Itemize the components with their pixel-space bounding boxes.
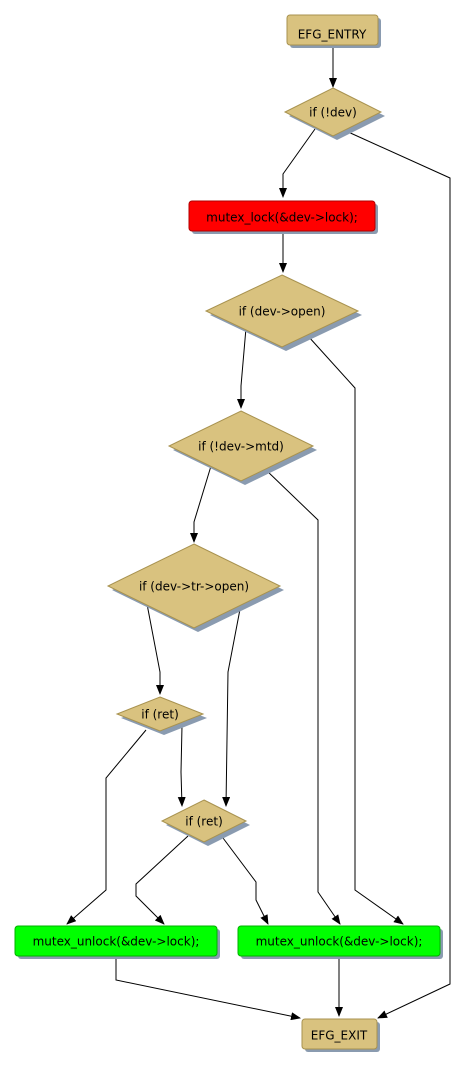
entry-node: EFG_ENTRY xyxy=(286,14,381,48)
exit-label: EFG_EXIT xyxy=(311,1029,368,1043)
mutex-lock-label: mutex_lock(&dev->lock); xyxy=(206,211,358,225)
edge-if-not-dev-to-lock xyxy=(279,128,316,198)
edge-if-open-to-if-mtd xyxy=(237,327,247,409)
mutex-unlock-left-node: mutex_unlock(&dev->lock); xyxy=(14,925,220,959)
edge-if-mtd-to-unlock-right xyxy=(265,469,341,925)
if-ret-2-label: if (ret) xyxy=(185,815,223,829)
edge-if-mtd-to-if-tr-open xyxy=(190,465,212,543)
if-tr-open-label: if (dev->tr->open) xyxy=(139,580,249,594)
decision-if-not-mtd: if (!dev->mtd) xyxy=(167,410,317,485)
decision-if-not-dev: if (!dev) xyxy=(283,87,385,140)
entry-label: EFG_ENTRY xyxy=(298,28,367,42)
exit-node: EFG_EXIT xyxy=(301,1018,380,1052)
edge-if-open-to-unlock-right xyxy=(307,335,404,925)
edge-if-not-dev-to-exit xyxy=(345,130,451,1019)
decision-if-tr-open: if (dev->tr->open) xyxy=(106,543,284,632)
edges xyxy=(66,47,451,1021)
decision-if-dev-open: if (dev->open) xyxy=(204,274,362,351)
edge-if-ret-2-to-unlock-left xyxy=(135,835,189,925)
edge-if-ret-1-to-unlock-left xyxy=(66,729,147,925)
if-ret-1-label: if (ret) xyxy=(141,708,179,722)
edge-if-tr-open-to-if-ret-2 xyxy=(222,603,242,807)
edge-if-tr-open-to-if-ret-1 xyxy=(146,603,164,695)
mutex-lock-node: mutex_lock(&dev->lock); xyxy=(188,200,378,234)
mutex-unlock-right-node: mutex_unlock(&dev->lock); xyxy=(237,925,443,959)
unlock-right-label: mutex_unlock(&dev->lock); xyxy=(256,935,423,949)
if-not-dev-label: if (!dev) xyxy=(309,106,357,120)
edge-if-ret-1-to-if-ret-2 xyxy=(177,725,186,807)
if-not-mtd-label: if (!dev->mtd) xyxy=(198,440,284,454)
edge-if-ret-2-to-unlock-right xyxy=(219,833,269,925)
decision-if-ret-1: if (ret) xyxy=(115,696,207,735)
if-dev-open-label: if (dev->open) xyxy=(239,305,326,319)
edge-unlock-left-to-exit xyxy=(115,958,301,1021)
decision-if-ret-2: if (ret) xyxy=(160,799,250,846)
unlock-left-label: mutex_unlock(&dev->lock); xyxy=(33,935,200,949)
